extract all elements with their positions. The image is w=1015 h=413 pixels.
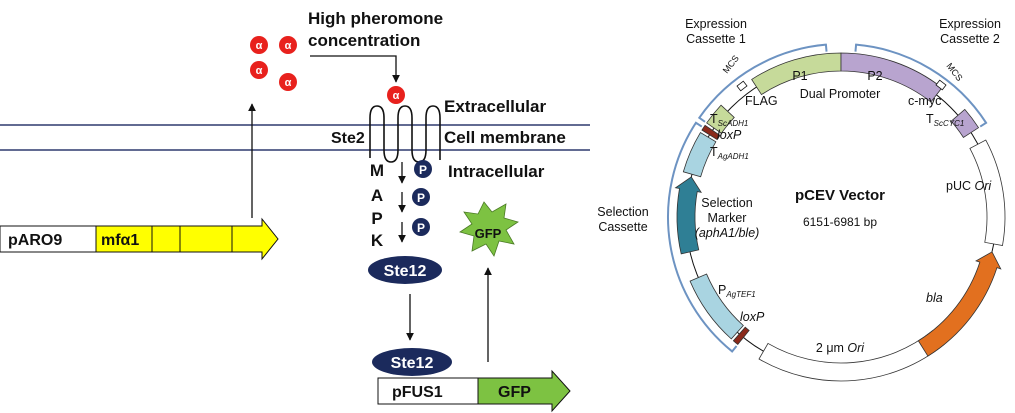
selection-cassette-label-line2: Cassette — [598, 220, 647, 234]
p1-label: P1 — [792, 69, 807, 83]
plasmid-map: MCS MCS Expression Cassette 1 Expression… — [597, 17, 1006, 382]
loxp-bottom-arc — [732, 326, 750, 346]
phospho-circle — [412, 188, 430, 206]
phospho-circle — [412, 218, 430, 236]
bound-alpha-dot — [387, 86, 405, 104]
alpha-label: α — [285, 77, 292, 89]
plasmid-title: pCEV Vector — [795, 187, 885, 204]
alpha-label: α — [256, 65, 263, 77]
phospho-label: P — [419, 163, 427, 177]
two-micron-ori-arc — [758, 329, 945, 382]
mcs-left-label: MCS — [721, 53, 741, 75]
high-pheromone-label: High pheromone — [308, 9, 443, 28]
ste2-label: Ste2 — [331, 130, 365, 147]
t-agadh1-label: TAgADH1 — [710, 145, 749, 161]
t-sccyc1-label: TScCYC1 — [926, 112, 964, 128]
expression-cassette-2-bracket — [854, 43, 988, 128]
p-agtef1-arc — [689, 273, 744, 340]
alpha-dot — [250, 61, 268, 79]
mapk-letter: P — [371, 209, 382, 228]
t-scadh1-label: TScADH1 — [710, 112, 748, 128]
signaling-panel: α α α α High pheromone concentration α S… — [0, 9, 590, 413]
mapk-letter: M — [370, 161, 384, 180]
alpha-dot — [250, 36, 268, 54]
pfus1-label: pFUS1 — [392, 384, 443, 401]
bla-label: bla — [926, 291, 943, 305]
ste2-receptor — [369, 105, 441, 163]
mfa1-label: mfα1 — [101, 232, 139, 249]
concentration-label: concentration — [308, 31, 420, 50]
mapk-letter: A — [371, 186, 383, 205]
mcs-left-marker: MCS — [721, 53, 748, 92]
ste12-bound — [372, 348, 452, 376]
gfp-burst: GFP — [459, 201, 519, 257]
p2-label: P2 — [867, 69, 882, 83]
gfp-burst-label: GFP — [475, 226, 502, 241]
selection-marker-label: Selection — [701, 196, 752, 210]
expression-cassette-1-label-line2: Cassette 1 — [686, 32, 746, 46]
ste12-bound-label: Ste12 — [391, 355, 434, 372]
expression-cassette-2-label-line2: Cassette 2 — [940, 32, 1000, 46]
pfus1-gfp-construct: pFUS1 GFP — [377, 369, 571, 413]
two-micron-ori-label: 2 μm Ori — [816, 341, 865, 355]
selection-cassette-label: Selection — [597, 205, 648, 219]
puc-ori-arc — [969, 139, 1006, 246]
selection-marker-label-line2: Marker — [708, 211, 747, 225]
loxp-top-label: loxP — [717, 128, 742, 142]
loxp-bottom-label: loxP — [740, 310, 765, 324]
flag-label: FLAG — [745, 94, 778, 108]
cmyc-label: c-myc — [908, 94, 941, 108]
t-agadh1-arc — [682, 131, 717, 178]
loxp-top-arc — [701, 124, 721, 141]
p2-promoter-arc — [840, 52, 943, 103]
alpha-label: α — [285, 40, 292, 52]
alpha-dot — [279, 73, 297, 91]
puc-ori-label: pUC Ori — [946, 179, 992, 193]
expression-cassette-1-bracket — [697, 43, 828, 123]
alpha-pheromone-cluster: α α α α — [250, 36, 297, 91]
gfp-gene-arrow — [477, 369, 571, 413]
selection-marker-arc — [674, 176, 702, 255]
bla-arc — [917, 251, 1002, 357]
p-agtef1-label: PAgTEF1 — [718, 283, 756, 299]
intracellular-label: Intracellular — [448, 162, 545, 181]
t-sccyc1-arc — [950, 108, 980, 139]
phospho-label: P — [417, 191, 425, 205]
cell-membrane-label: Cell membrane — [444, 128, 566, 147]
paro9-label: pARO9 — [8, 232, 62, 249]
bound-alpha-label: α — [393, 90, 400, 102]
extracellular-label: Extracellular — [444, 97, 546, 116]
ste12-label: Ste12 — [384, 263, 427, 280]
mapk-letter: K — [371, 231, 384, 250]
alpha-label: α — [256, 40, 263, 52]
paro9-mfa1-construct: pARO9 mfα1 — [0, 217, 279, 261]
ste12-activated — [368, 256, 442, 284]
mapk-cascade: P P P — [398, 160, 432, 243]
alpha-dot — [279, 36, 297, 54]
plasmid-size: 6151-6981 bp — [803, 215, 877, 229]
phospho-label: P — [417, 221, 425, 235]
t-scadh1-arc — [706, 104, 735, 134]
paro9-box — [0, 225, 97, 253]
phospho-circle — [414, 160, 432, 178]
gfp-gene-label: GFP — [498, 384, 531, 401]
pheromone-to-receptor-arrow — [310, 55, 400, 83]
expression-cassette-2-label: Expression — [939, 17, 1001, 31]
expression-cassette-1-label: Expression — [685, 17, 747, 31]
dual-promoter-label: Dual Promoter — [800, 87, 881, 101]
selection-cassette-bracket — [667, 121, 738, 353]
selection-marker-label-line3: (aphA1/ble) — [695, 226, 760, 240]
